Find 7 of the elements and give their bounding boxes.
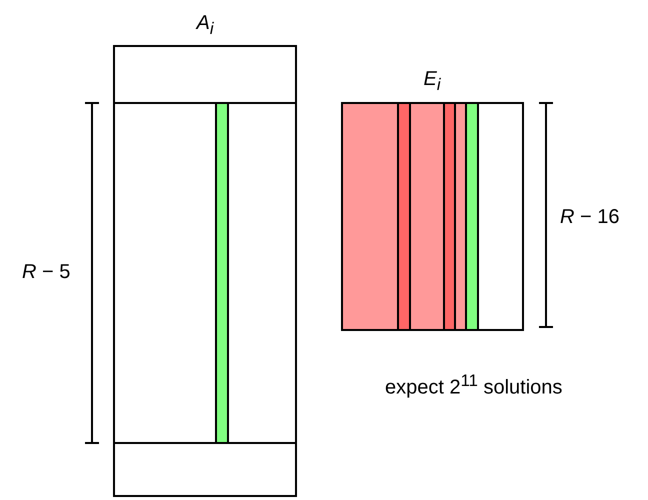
matrix-heading: E$_{i}$ — [423, 68, 441, 95]
matrix-heading: A$_{i}$ — [196, 12, 214, 39]
note-text: expect 2$^{11}$ solutions — [385, 371, 562, 400]
dimension-label: R − 16 — [560, 206, 620, 229]
matrix-drawing — [113, 45, 297, 497]
dimension-label: R − 5 — [22, 261, 70, 284]
matrix-drawing — [341, 102, 524, 331]
